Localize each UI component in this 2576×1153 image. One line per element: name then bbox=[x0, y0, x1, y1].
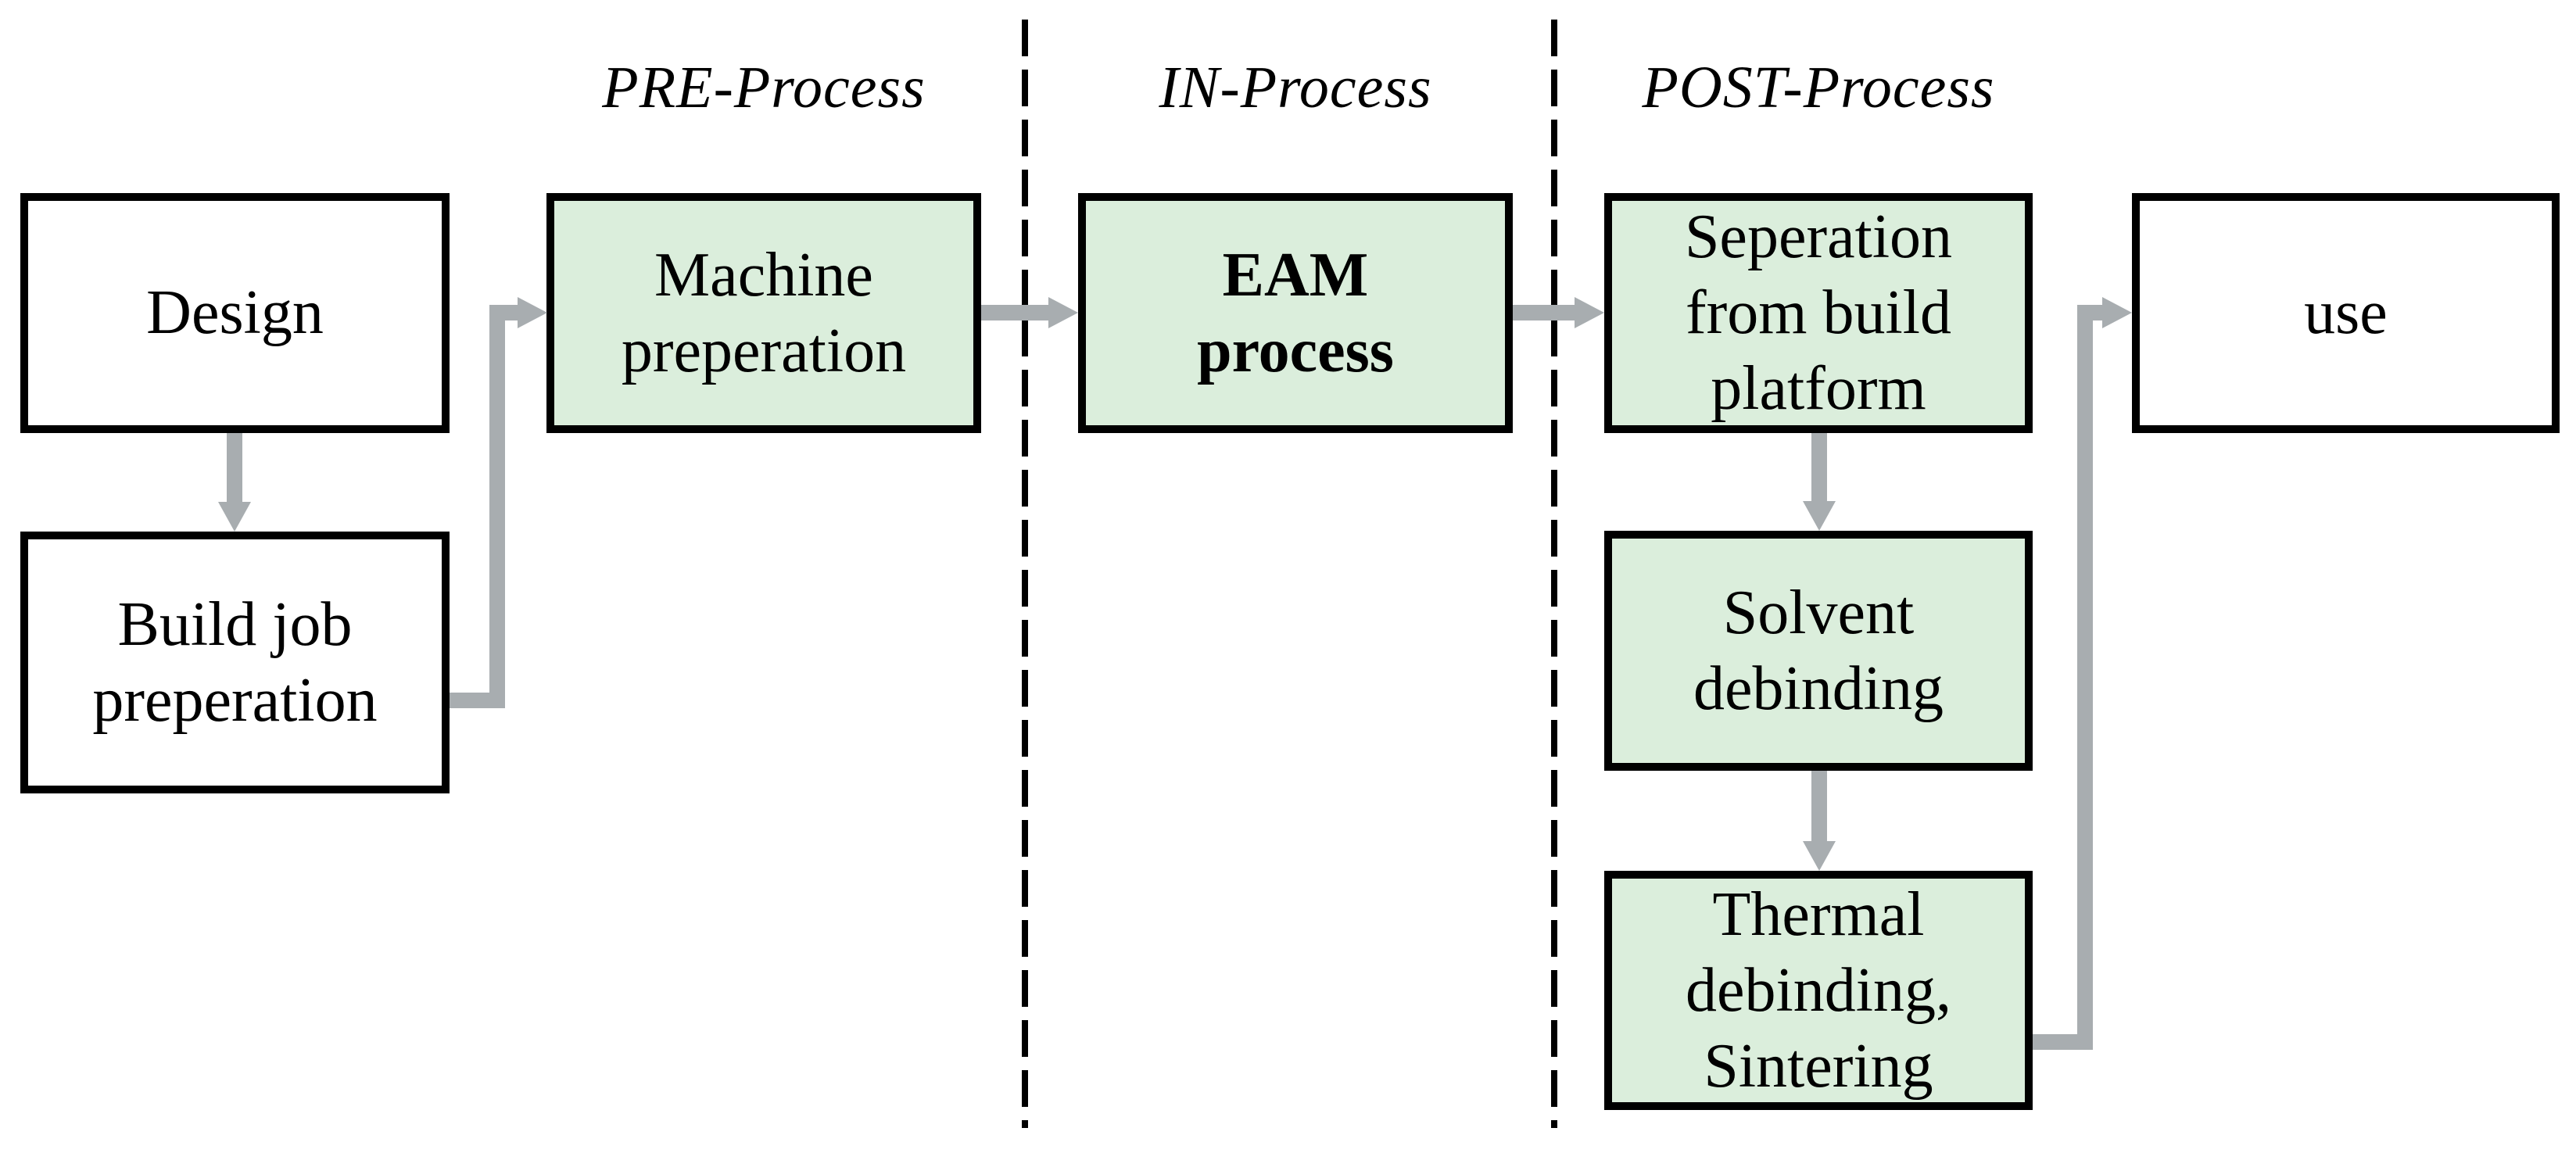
flow-box-machine-preperation-label: Machine preperation bbox=[621, 240, 907, 385]
phase-label-post: POST-Process bbox=[1642, 54, 1995, 120]
arrow-shaft bbox=[227, 433, 242, 503]
arrowhead-down-icon bbox=[218, 502, 251, 532]
flow-box-use-label: use bbox=[2304, 278, 2388, 347]
flow-box-separation-from-build-platform: Seperation from build platform bbox=[1604, 193, 2033, 433]
flow-box-solvent-debinding: Solvent debinding bbox=[1604, 531, 2033, 771]
arrowhead-right-icon bbox=[1575, 297, 1604, 328]
flow-box-eam-process: EAM process bbox=[1078, 193, 1513, 433]
arrowhead-right-icon bbox=[1048, 297, 1078, 328]
flow-box-solvent-debinding-label: Solvent debinding bbox=[1693, 578, 1944, 723]
flow-box-thermal-debinding-sintering-label: Thermal debinding, Sintering bbox=[1686, 879, 1951, 1101]
flow-box-thermal-debinding-sintering: Thermal debinding, Sintering bbox=[1604, 871, 2033, 1110]
flow-box-design: Design bbox=[20, 193, 450, 433]
flow-box-design-label: Design bbox=[146, 278, 324, 347]
arrowhead-right-icon bbox=[2102, 297, 2132, 328]
flow-box-build-job-preperation-label: Build job preperation bbox=[92, 589, 378, 735]
arrow-shaft bbox=[489, 305, 518, 320]
arrow-shaft bbox=[2077, 305, 2102, 320]
phase-divider-dashed-line-left bbox=[1022, 20, 1028, 1128]
arrowhead-right-icon bbox=[518, 297, 547, 328]
arrow-shaft bbox=[1811, 433, 1827, 501]
phase-label-in: IN-Process bbox=[1159, 54, 1432, 120]
phase-label-pre: PRE-Process bbox=[602, 54, 926, 120]
arrowhead-down-icon bbox=[1803, 501, 1836, 531]
arrow-riser bbox=[489, 305, 505, 708]
arrow-shaft bbox=[1513, 305, 1575, 320]
flow-box-eam-process-label: EAM process bbox=[1197, 240, 1394, 385]
arrow-shaft bbox=[1811, 771, 1827, 841]
arrowhead-down-icon bbox=[1803, 841, 1836, 871]
flow-box-build-job-preperation: Build job preperation bbox=[20, 532, 450, 793]
flow-box-use: use bbox=[2132, 193, 2560, 433]
arrow-riser bbox=[2077, 305, 2093, 1050]
flow-box-separation-label: Seperation from build platform bbox=[1684, 202, 1953, 423]
phase-divider-dashed-line-right bbox=[1551, 20, 1557, 1128]
arrow-shaft bbox=[981, 305, 1048, 320]
flow-box-machine-preperation: Machine preperation bbox=[546, 193, 981, 433]
